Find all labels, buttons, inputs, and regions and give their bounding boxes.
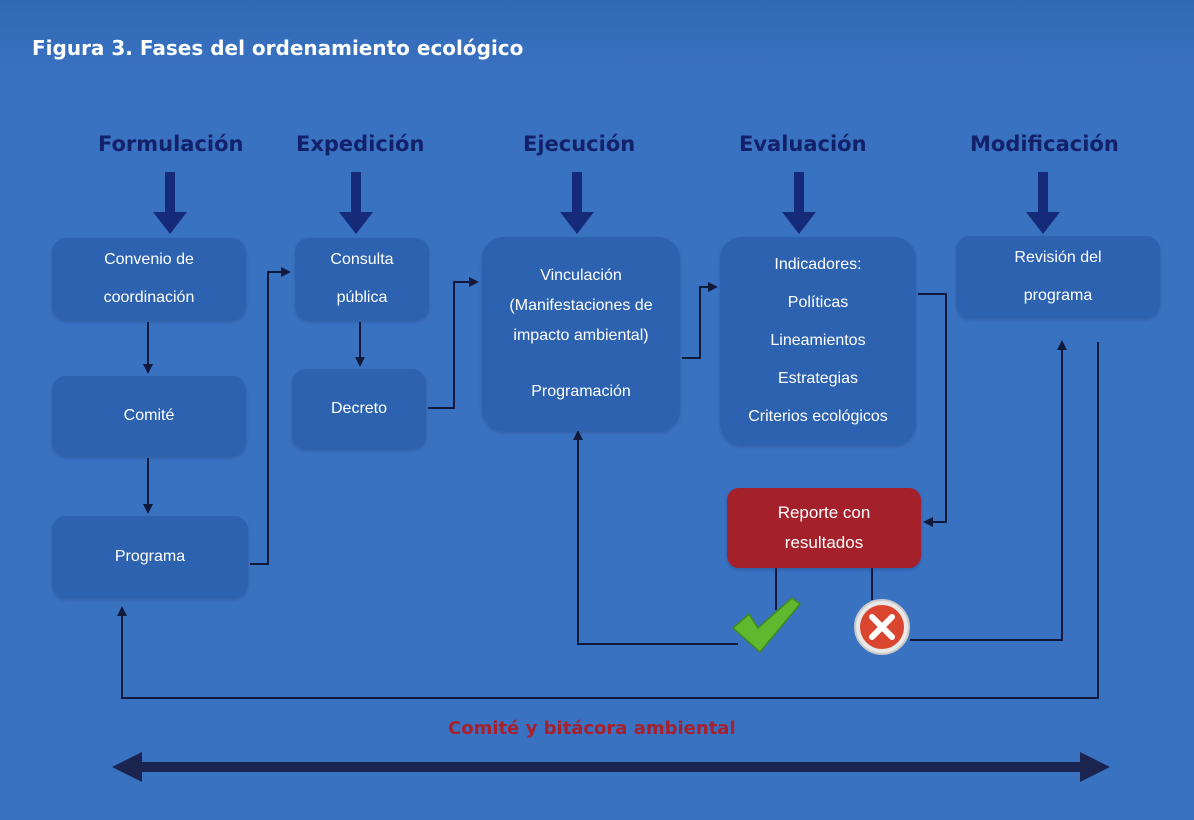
- box-indicadores-line-2: Políticas: [787, 294, 849, 311]
- connector-check-vinculacion: [573, 430, 738, 645]
- connector-decreto-vinculacion: [428, 277, 479, 409]
- box-decreto-line-1: Decreto: [330, 400, 388, 417]
- box-comite-line-1: Comité: [123, 407, 175, 424]
- box-convenio-line-2: coordinación: [103, 289, 195, 306]
- box-vinculacion-line-3: impacto ambiental): [513, 327, 649, 344]
- connectors: [117, 267, 1099, 699]
- box-indicadores-line-5: Criterios ecológicos: [748, 408, 888, 425]
- box-programa: Programa: [52, 516, 248, 598]
- box-revision-line-2: programa: [1023, 287, 1093, 304]
- box-programa-line-1: Programa: [114, 548, 186, 565]
- bottom-label: Comité y bitácora ambiental: [448, 718, 736, 739]
- box-indicadores-line-4: Estrategias: [777, 370, 859, 387]
- phase-arrow-ejecucion: [560, 172, 594, 234]
- connector-indicadores-reporte: [918, 293, 947, 527]
- box-indicadores-line-1: Indicadores:: [774, 256, 862, 273]
- phase-label-modificacion: Modificación: [970, 132, 1119, 156]
- title-bar: Figura 3. Fases del ordenamiento ecológi…: [0, 0, 1194, 78]
- double-arrow: [112, 752, 1110, 782]
- box-vinculacion-line-5: Programación: [531, 383, 631, 400]
- phase-label-formulacion: Formulación: [98, 132, 244, 156]
- box-indicadores-line-3: Lineamientos: [770, 332, 866, 349]
- box-consulta-line-1: Consulta: [330, 251, 394, 268]
- box-revision: Revisión del programa: [956, 236, 1160, 318]
- connector-revision-programa: [117, 342, 1099, 699]
- box-vinculacion-line-2: (Manifestaciones de: [509, 297, 653, 314]
- connector-vinculacion-indicadores: [682, 282, 718, 359]
- box-decreto: Decreto: [292, 369, 426, 449]
- phase-arrow-modificacion: [1026, 172, 1060, 234]
- cross-icon: [854, 599, 910, 655]
- connector-cross-revision: [910, 340, 1067, 641]
- phase-label-ejecucion: Ejecución: [523, 132, 636, 156]
- phase-arrow-expedicion: [339, 172, 373, 234]
- box-indicadores: Indicadores: Políticas Lineamientos Estr…: [720, 237, 916, 445]
- phase-arrows: [153, 172, 1060, 234]
- phase-label-expedicion: Expedición: [296, 132, 425, 156]
- box-convenio-line-1: Convenio de: [104, 251, 194, 268]
- box-reporte: Reporte con resultados: [727, 488, 921, 568]
- phase-arrow-formulacion: [153, 172, 187, 234]
- box-convenio: Convenio de coordinación: [52, 238, 246, 320]
- box-reporte-line-2: resultados: [784, 533, 864, 552]
- box-revision-line-1: Revisión del: [1014, 249, 1102, 266]
- box-vinculacion: Vinculación (Manifestaciones de impacto …: [482, 237, 680, 431]
- phase-arrow-evaluacion: [782, 172, 816, 234]
- box-vinculacion-line-1: Vinculación: [540, 267, 622, 284]
- box-comite: Comité: [52, 376, 246, 456]
- connector-programa-consulta: [250, 267, 291, 565]
- box-consulta-line-2: pública: [336, 289, 388, 306]
- phase-label-evaluacion: Evaluación: [739, 132, 867, 156]
- box-consulta: Consulta pública: [295, 238, 429, 320]
- check-icon: [731, 597, 802, 654]
- figure-title: Figura 3. Fases del ordenamiento ecológi…: [32, 36, 524, 60]
- box-reporte-line-1: Reporte con: [777, 503, 871, 522]
- box-vinculacion-spacer: [482, 351, 680, 377]
